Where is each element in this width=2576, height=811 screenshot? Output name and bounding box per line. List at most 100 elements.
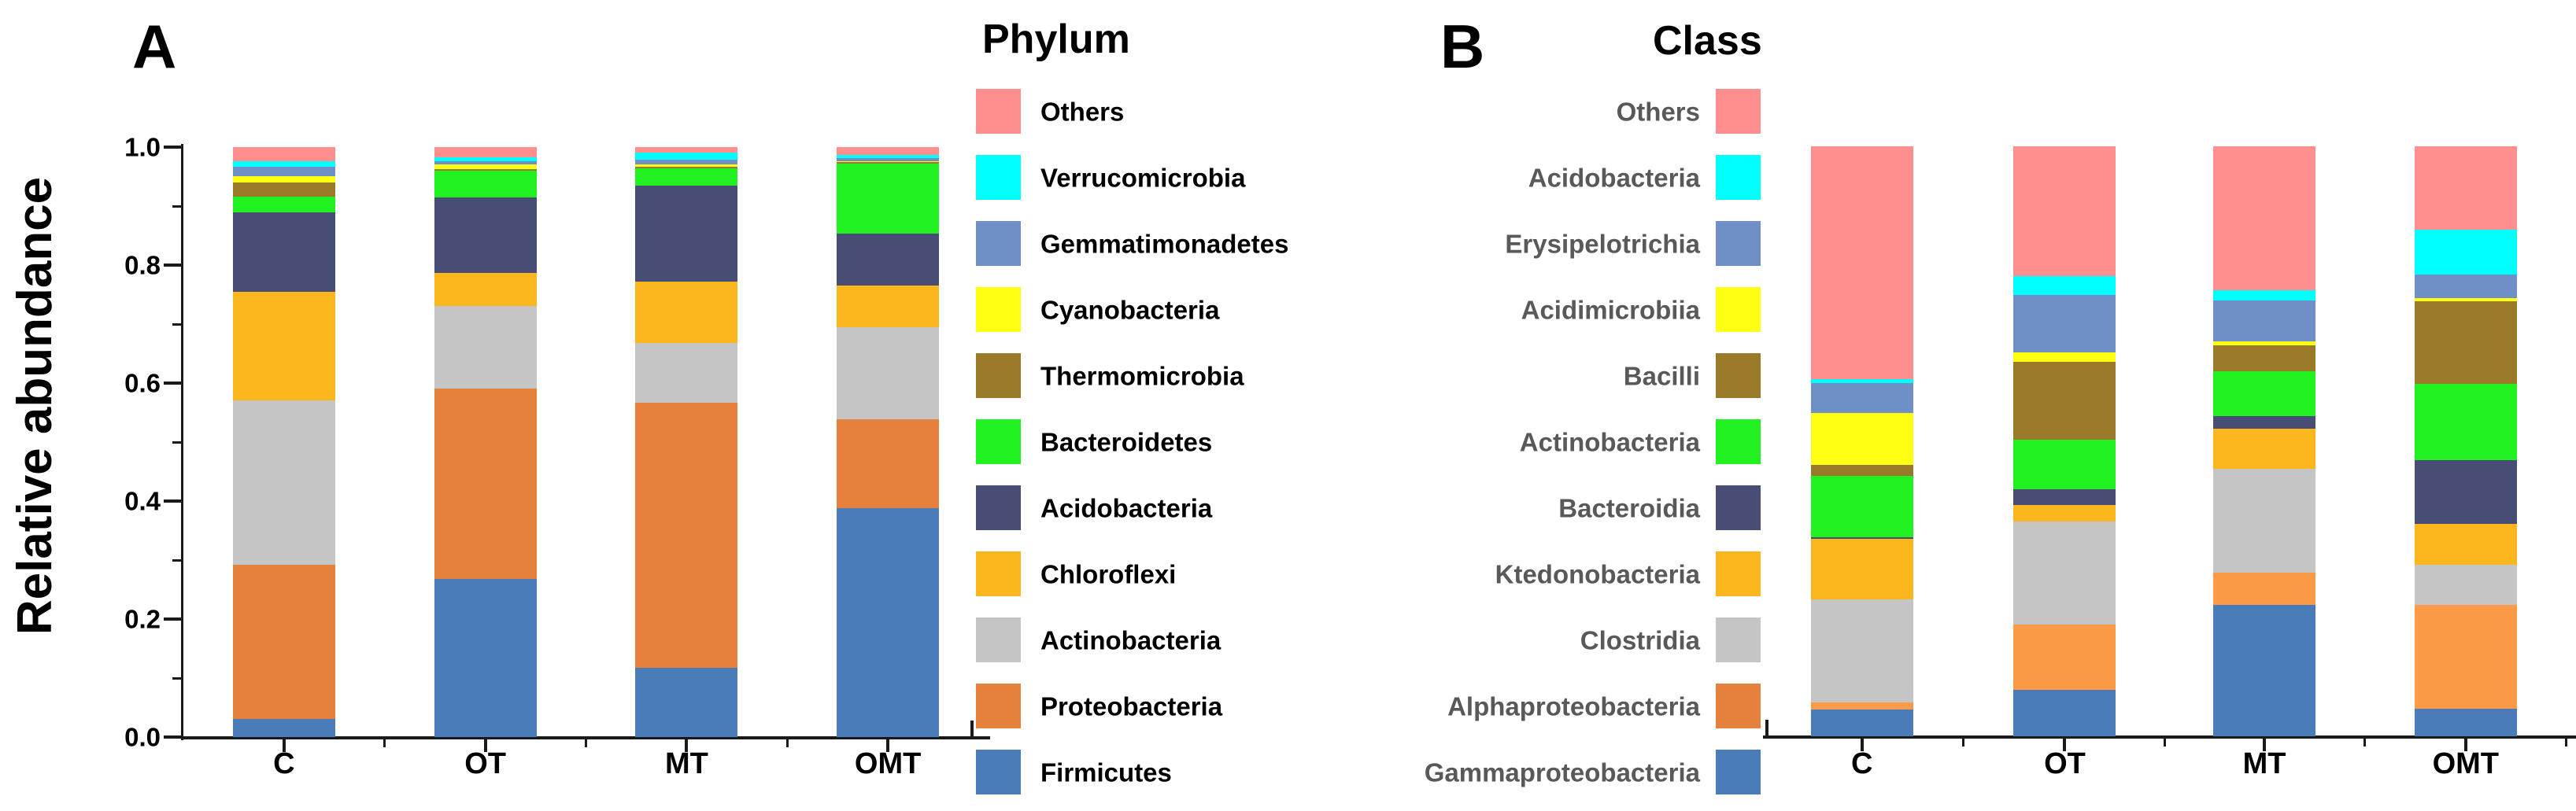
legend-item-verrucomicrobia: Verrucomicrobia: [0, 155, 2576, 200]
bar-segment-alphaproteobacteria: [1811, 702, 1913, 710]
y-tick-label: 0.8: [124, 250, 161, 280]
stacked-bar-ot: [434, 147, 537, 737]
y-tick-label: 0.4: [124, 486, 161, 516]
legend-label-bacteroidia: Bacteroidia: [1558, 493, 1700, 522]
bar-segment-bacilli: [2213, 345, 2315, 371]
legend-item-alphaproteobacteria: Alphaproteobacteria: [0, 684, 2576, 728]
bar-segment-verrucomicrobia: [233, 161, 335, 167]
x-category-label: MT: [2242, 747, 2286, 780]
stacked-bar-ot: [2013, 146, 2116, 736]
legend-swatch-acidimicrobiia: [1716, 287, 1761, 332]
bar-segment-actinobacteria: [635, 343, 737, 403]
stacked-bar-c: [1811, 146, 1913, 736]
bar-segment-erysipelotrichia: [2213, 300, 2315, 341]
legend-swatch-gammaproteobacteria: [1716, 750, 1761, 794]
legend-swatch-others: [976, 89, 1021, 134]
legend-label-actinobacteria: Actinobacteria: [1040, 625, 1221, 654]
bar-segment-bacteroidia: [2013, 489, 2116, 505]
x-axis-minor-tick: [785, 739, 789, 747]
bar-segment-bacilli: [2013, 362, 2116, 440]
x-axis-major-tick: [2263, 738, 2267, 751]
bar-segment-thermomicrobia: [837, 162, 939, 164]
bar-segment-chloroflexi: [434, 273, 537, 306]
x-axis-minor-tick: [383, 739, 386, 747]
legend-swatch-gemmatimonadetes: [976, 221, 1021, 266]
bar-segment-chloroflexi: [635, 282, 737, 343]
bar-segment-acidobacteria: [2415, 230, 2517, 275]
legend-label-acidobacteria: Acidobacteria: [1040, 493, 1213, 522]
legend-item-ktedonobacteria: Ktedonobacteria: [0, 551, 2576, 596]
y-axis-major-tick: [164, 382, 181, 385]
x-category-label: OT: [464, 747, 507, 780]
bar-segment-bacteroidetes: [233, 197, 335, 212]
legend-swatch-bacilli: [1716, 353, 1761, 398]
legend-label-firmicutes: Firmicutes: [1040, 758, 1172, 787]
legend-label-actinobacteria: Actinobacteria: [1519, 427, 1700, 456]
legend-item-acidimicrobiia: Acidimicrobiia: [0, 287, 2576, 332]
bar-segment-gemmatimonadetes: [837, 158, 939, 161]
legend-item-acidobacteria: Acidobacteria: [0, 155, 2576, 200]
legend-item-bacteroidetes: Bacteroidetes: [0, 419, 2576, 464]
bar-segment-alphaproteobacteria: [2213, 573, 2315, 605]
legend-item-proteobacteria: Proteobacteria: [0, 684, 2576, 728]
bar-segment-bacteroidetes: [635, 168, 737, 186]
bar-segment-chloroflexi: [837, 286, 939, 327]
stacked-bar-mt: [2213, 146, 2315, 736]
legend-swatch-firmicutes: [976, 750, 1021, 794]
y-tick-label: 0.0: [124, 722, 161, 752]
x-axis-line: [182, 736, 990, 739]
bar-segment-actinobacteria: [2415, 384, 2517, 460]
bar-segment-acidobacteria: [233, 212, 335, 292]
y-axis-minor-tick: [172, 676, 181, 680]
legend-item-acidobacteria: Acidobacteria: [0, 485, 2576, 530]
legend-swatch-proteobacteria: [976, 684, 1021, 728]
panel-label-b: B: [1440, 12, 1485, 81]
bar-segment-bacteroidetes: [837, 164, 939, 234]
legend-label-verrucomicrobia: Verrucomicrobia: [1040, 163, 1246, 192]
legend-label-others: Others: [1040, 97, 1125, 126]
bar-segment-proteobacteria: [635, 403, 737, 668]
x-axis-minor-tick: [585, 739, 587, 747]
y-axis-major-tick: [164, 500, 181, 503]
bar-segment-proteobacteria: [837, 419, 939, 508]
x-category-label: MT: [664, 747, 708, 780]
x-axis-major-tick: [886, 739, 890, 752]
legend-swatch-thermomicrobia: [976, 353, 1021, 398]
bar-segment-acidobacteria: [2213, 290, 2315, 300]
y-axis-major-tick: [164, 735, 181, 739]
legend-item-actinobacteria: Actinobacteria: [0, 617, 2576, 662]
legend-title-class: Class: [1653, 18, 1762, 64]
x-category-label: OMT: [854, 747, 922, 780]
bar-segment-acidimicrobiia: [2013, 352, 2116, 362]
bar-segment-acidobacteria: [434, 197, 537, 273]
bar-segment-verrucomicrobia: [434, 157, 537, 161]
legend-label-erysipelotrichia: Erysipelotrichia: [1505, 229, 1700, 258]
legend-label-thermomicrobia: Thermomicrobia: [1040, 361, 1244, 390]
bar-segment-actinobacteria: [2013, 440, 2116, 489]
bar-segment-ktedonobacteria: [1811, 539, 1913, 599]
y-tick-label: 1.0: [124, 132, 161, 162]
x-category-label: C: [273, 747, 295, 780]
legend-swatch-actinobacteria: [1716, 419, 1761, 464]
legend-item-gammaproteobacteria: Gammaproteobacteria: [0, 750, 2576, 794]
bar-segment-gammaproteobacteria: [2213, 605, 2315, 736]
legend-label-others: Others: [1616, 97, 1700, 126]
x-axis-major-tick: [282, 739, 286, 752]
bar-segment-gemmatimonadetes: [434, 161, 537, 164]
y-axis-minor-tick: [172, 205, 181, 208]
bar-segment-proteobacteria: [434, 389, 537, 579]
bar-segment-cyanobacteria: [233, 176, 335, 182]
bar-segment-others: [635, 147, 737, 153]
x-axis-end-cap: [1765, 720, 1768, 736]
stacked-bar-c: [233, 147, 335, 737]
legend-item-firmicutes: Firmicutes: [0, 750, 2576, 794]
bar-segment-firmicutes: [837, 508, 939, 737]
bar-segment-proteobacteria: [233, 565, 335, 719]
bar-segment-actinobacteria: [233, 400, 335, 565]
bar-segment-gemmatimonadetes: [635, 160, 737, 164]
legend-swatch-ktedonobacteria: [1716, 551, 1761, 596]
bar-segment-cyanobacteria: [837, 161, 939, 162]
legend-item-gemmatimonadetes: Gemmatimonadetes: [0, 221, 2576, 266]
bar-segment-acidimicrobiia: [2415, 298, 2517, 301]
bar-segment-ktedonobacteria: [2213, 429, 2315, 469]
